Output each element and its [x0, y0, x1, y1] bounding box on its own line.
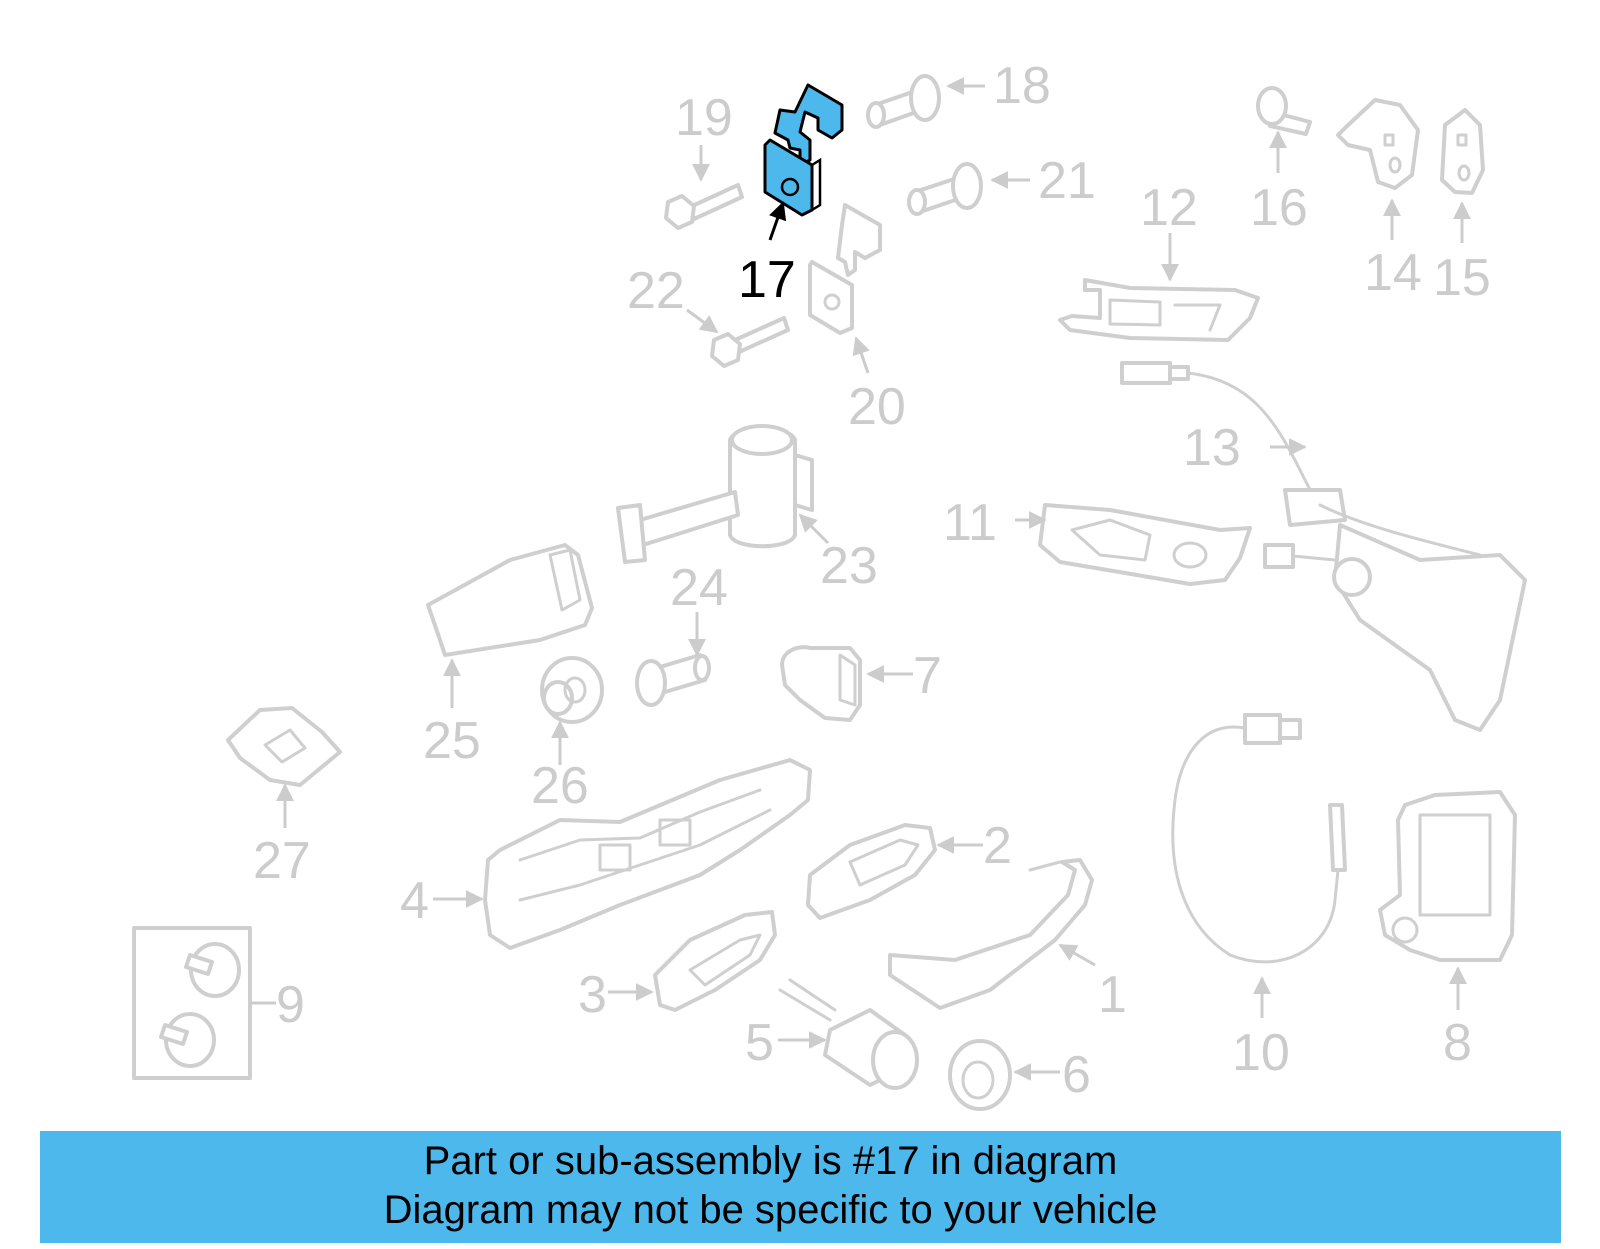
part-22-bolt: [710, 316, 790, 368]
part-17-bracket[interactable]: [763, 83, 844, 217]
callout-7: 7: [913, 647, 942, 705]
part-2-gasket: [806, 823, 937, 920]
part-7-switch: [780, 645, 862, 722]
part-10-cable: [1171, 713, 1347, 964]
part-24-pin: [635, 653, 711, 707]
callout-27: 27: [253, 832, 311, 890]
callout-12: 12: [1140, 179, 1198, 237]
callout-26: 26: [531, 757, 589, 815]
callout-5: 5: [745, 1014, 774, 1072]
callout-11: 11: [943, 494, 997, 552]
part-26-grommet: [540, 656, 604, 724]
part-14-plate: [1336, 98, 1420, 190]
callout-13: 13: [1183, 419, 1241, 477]
part-9-clip-set: [132, 926, 252, 1080]
callout-19: 19: [675, 89, 733, 147]
banner-line-1: Part or sub-assembly is #17 in diagram: [423, 1139, 1118, 1183]
part-25-cover: [426, 543, 594, 657]
part-27-bracket: [226, 706, 342, 787]
part-19-bolt: [664, 183, 744, 230]
part-20-bracket: [808, 203, 882, 335]
callout-15: 15: [1433, 249, 1491, 307]
part-15-plate: [1440, 108, 1485, 195]
callout-14: 14: [1364, 244, 1422, 302]
part-8-latch: [1378, 790, 1517, 962]
callout-2: 2: [983, 817, 1012, 875]
callout-9: 9: [276, 976, 305, 1034]
part-4-handle-carrier: [483, 758, 812, 950]
part-23-check-strap: [616, 424, 814, 564]
callout-21: 21: [1038, 152, 1096, 210]
part-12-handle-trim: [1058, 278, 1260, 342]
part-21-bolt: [907, 162, 983, 216]
callout-17: 17: [738, 251, 796, 309]
callout-6: 6: [1062, 1046, 1091, 1104]
part-16-screw: [1256, 86, 1312, 136]
part-18-bolt: [866, 74, 941, 129]
info-banner: Part or sub-assembly is #17 in diagram D…: [40, 1131, 1561, 1243]
part-11-inner-handle: [1038, 503, 1252, 586]
callout-10: 10: [1232, 1024, 1290, 1082]
part-3-gasket: [653, 910, 777, 1012]
part-6-cap: [948, 1039, 1012, 1111]
callout-18: 18: [993, 57, 1051, 115]
callout-3: 3: [578, 966, 607, 1024]
callout-1: 1: [1098, 966, 1127, 1024]
callout-25: 25: [423, 712, 481, 770]
banner-line-2: Diagram may not be specific to your vehi…: [383, 1188, 1158, 1232]
callout-24: 24: [670, 559, 728, 617]
part-1-outer-handle: [888, 858, 1094, 1010]
part-5-lock-cylinder: [778, 978, 919, 1090]
callout-23: 23: [820, 537, 878, 595]
callout-20: 20: [848, 378, 906, 436]
callout-8: 8: [1443, 1014, 1472, 1072]
callout-4: 4: [400, 872, 429, 930]
part-13-cable: [1120, 361, 1527, 732]
callout-16: 16: [1250, 179, 1308, 237]
callout-22: 22: [627, 262, 685, 320]
